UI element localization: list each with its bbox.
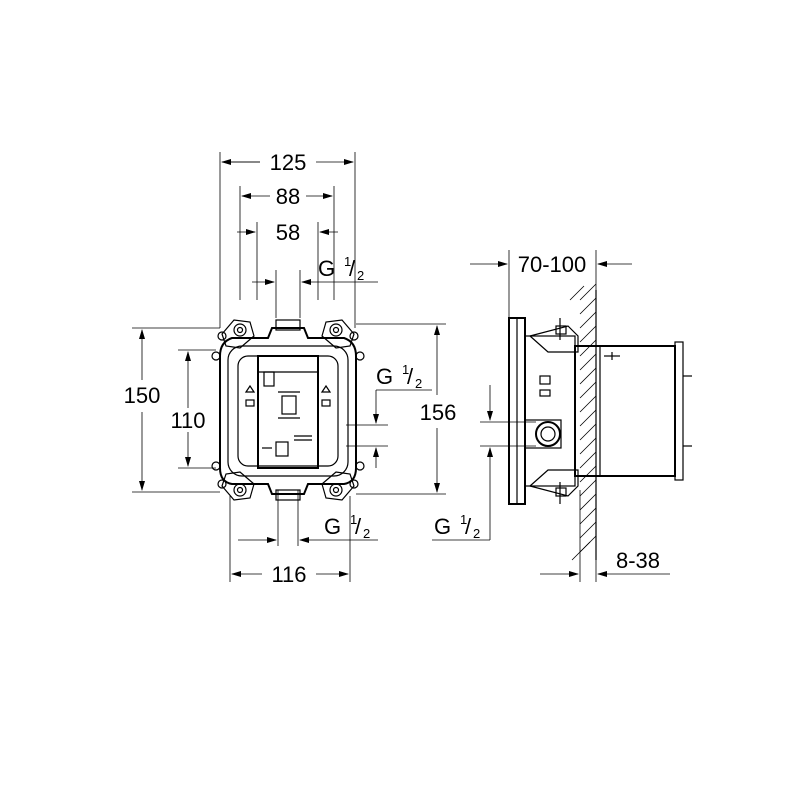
mounting-box-front [211, 319, 365, 501]
thread-side-num: 1 [460, 512, 467, 527]
thread-top-slash: / [349, 256, 356, 281]
dim-width-inner: 58 [237, 220, 338, 300]
dim-label-110: 110 [170, 408, 205, 433]
dim-wall: 8-38 [540, 490, 670, 582]
dim-label-depth: 70-100 [518, 252, 587, 277]
thread-side-den: 2 [473, 526, 480, 541]
thread-top-num: 1 [344, 254, 351, 269]
dim-label-88: 88 [276, 184, 300, 209]
thread-top-label: G [318, 256, 335, 281]
dim-thread-bottom: G 1 / 2 [238, 490, 378, 546]
dim-label-125: 125 [270, 150, 307, 175]
dim-label-150: 150 [124, 383, 161, 408]
thread-right-num: 1 [402, 362, 409, 377]
side-view: 70-100 [432, 250, 692, 582]
dim-thread-top: G 1 / 2 [252, 254, 378, 318]
dim-thread-right: G 1 / 2 [346, 362, 432, 468]
thread-side-slash: / [465, 514, 472, 539]
dim-width-bottom: 116 [229, 496, 351, 587]
valve-symbol [262, 371, 312, 457]
thread-side-label: G [434, 514, 451, 539]
front-view: 125 88 58 G 1 / 2 [124, 150, 457, 587]
mounting-box-side [508, 317, 692, 505]
dim-label-156: 156 [420, 400, 457, 425]
thread-bottom-num: 1 [350, 512, 357, 527]
dim-height-inner: 110 [170, 349, 216, 469]
thread-right-label: G [376, 364, 393, 389]
dim-height-right: 156 [356, 323, 457, 495]
thread-top-den: 2 [357, 268, 364, 283]
dim-label-wall: 8-38 [616, 548, 660, 573]
thread-right-den: 2 [415, 376, 422, 391]
thread-bottom-slash: / [355, 514, 362, 539]
corner-lug-top-left [217, 319, 255, 349]
corner-lug-top-right [321, 319, 359, 349]
dim-width-overall: 125 [219, 150, 356, 328]
dim-label-116: 116 [271, 562, 306, 587]
dim-width-middle: 88 [239, 184, 335, 300]
corner-lug-bottom-right [321, 471, 359, 501]
wall-section [569, 283, 597, 561]
dim-label-58: 58 [276, 220, 300, 245]
dim-height-overall: 150 [124, 327, 220, 493]
thread-bottom-label: G [324, 514, 341, 539]
thread-right-slash: / [407, 364, 414, 389]
dim-thread-side: G 1 / 2 [432, 385, 536, 541]
corner-lug-bottom-left [217, 471, 255, 501]
thread-bottom-den: 2 [363, 526, 370, 541]
dim-depth: 70-100 [470, 250, 632, 330]
